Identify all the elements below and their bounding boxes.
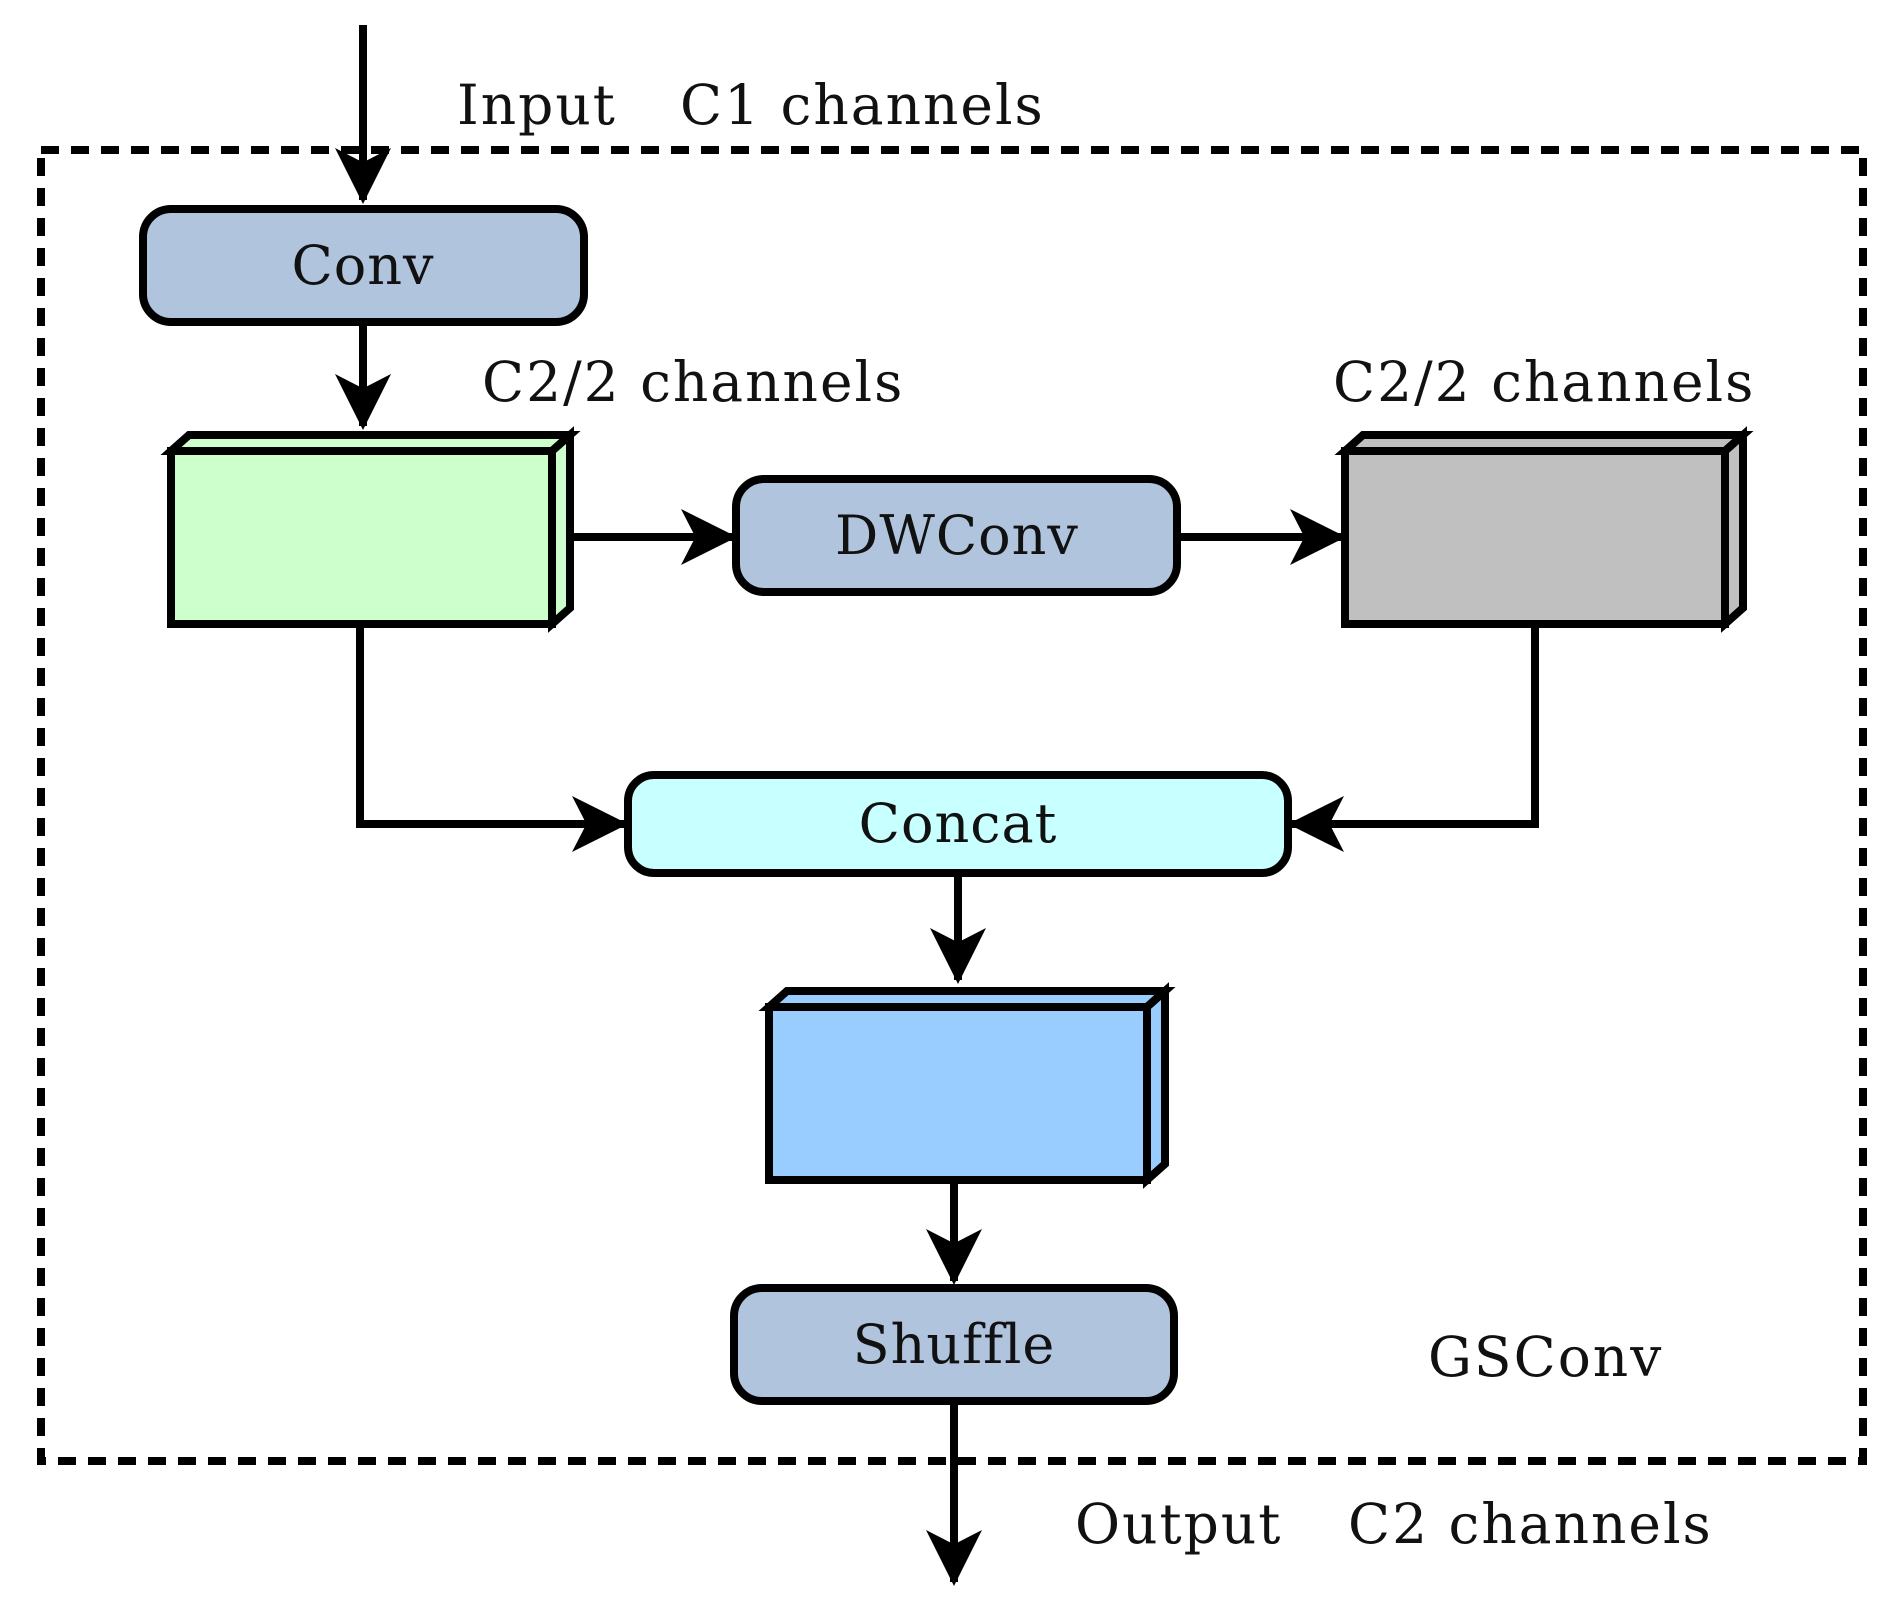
gray-to-concat-arrow [1288,623,1539,852]
left-branch-channels-label: C2/2 channels [482,350,904,414]
right-branch-channels-label: C2/2 channels [1333,350,1755,414]
conv-block: Conv [139,205,588,326]
input-label: Input [457,73,617,137]
tensor-green-block [160,426,581,633]
green-to-concat-arrow [356,623,628,852]
shuffle-block: Shuffle [730,1284,1178,1405]
gsconv-module-boundary [37,146,1867,1465]
dwconv-label: DWConv [835,504,1079,567]
output-label: Output [1075,1492,1282,1556]
tensor-gray-block [1334,426,1754,633]
conv-label: Conv [291,234,434,297]
shuffle-label: Shuffle [853,1313,1056,1376]
concat-block: Concat [624,771,1292,877]
tensor-blue-block [758,982,1176,1189]
concat-label: Concat [859,792,1058,855]
output-channels-label: C2 channels [1348,1492,1713,1556]
module-name-label: GSConv [1428,1325,1663,1389]
input-channels-label: C1 channels [680,73,1045,137]
dwconv-block: DWConv [732,475,1181,596]
